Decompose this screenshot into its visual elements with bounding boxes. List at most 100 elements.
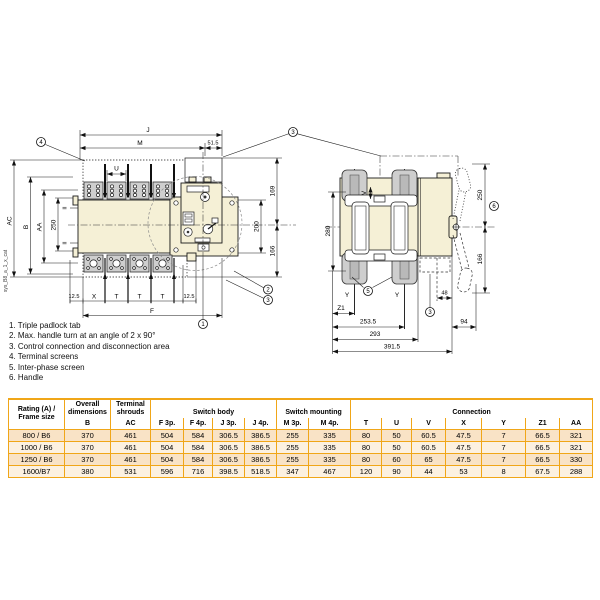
table-cell: 461 <box>110 429 151 442</box>
table-cell: 321 <box>559 441 594 454</box>
front-view: sys_B8_a_1_x_cat <box>3 127 382 329</box>
table-cell: 531 <box>110 465 151 478</box>
table-cell: 800 / B6 <box>8 429 65 442</box>
busbars-bottom <box>104 258 175 303</box>
svg-text:6: 6 <box>492 204 496 210</box>
dim-j: J <box>146 127 149 134</box>
dim-ac: AC <box>7 216 14 225</box>
switch-body <box>77 199 171 254</box>
svg-text:3: 3 <box>428 310 432 316</box>
dim-m: M <box>137 140 142 147</box>
dim-250-side: 250 <box>477 189 484 200</box>
dim-166-side: 166 <box>477 253 484 264</box>
col-t: T <box>350 418 383 430</box>
col-m4p: M 4p. <box>308 418 352 430</box>
col-connection: Connection <box>350 398 594 418</box>
table-cell: 44 <box>411 465 447 478</box>
dim-u-group: U <box>106 166 127 181</box>
callout-3-side: 3 <box>425 274 435 317</box>
dim-250: 250 <box>51 219 58 230</box>
dim-253-5: 253.5 <box>360 319 377 326</box>
table-cell: 8 <box>481 465 527 478</box>
col-j3p: J 3p. <box>212 418 245 430</box>
dim-94: 94 <box>460 319 468 326</box>
col-switch-mounting: Switch mounting <box>276 398 352 418</box>
front-right-dims: 200 169 166 <box>187 157 282 278</box>
table-cell: 60 <box>381 453 413 466</box>
note-line: 6. Handle <box>9 373 44 383</box>
table-cell: 66.5 <box>525 429 561 442</box>
table-cell: 80 <box>350 441 383 454</box>
table-cell: 80 <box>350 453 383 466</box>
notes-list: 1. Triple padlock tab 2. Max. handle tur… <box>9 321 170 383</box>
callout-3-bottom: 3 <box>225 279 273 305</box>
svg-text:2: 2 <box>266 288 270 294</box>
dim-z1: Z1 <box>337 305 345 312</box>
front-left-dims: AC B AA 250 II II <box>7 159 83 278</box>
table-cell: 47.5 <box>445 453 483 466</box>
note-line: 1. Triple padlock tab <box>9 321 81 330</box>
dim-x: X <box>92 294 97 301</box>
svg-text:3: 3 <box>266 298 270 304</box>
dim-12-5-right: 12.5 <box>184 294 195 300</box>
table-cell: 335 <box>308 453 352 466</box>
padlock-tab <box>197 243 210 252</box>
dim-y-right: Y <box>395 292 400 299</box>
table-cell: 7 <box>481 429 527 442</box>
svg-text:3: 3 <box>291 130 295 136</box>
table-cell: 335 <box>308 429 352 442</box>
note-line: 2. Max. handle turn at an angle of 2 x 9… <box>9 331 156 341</box>
table-cell: 90 <box>381 465 413 478</box>
col-aa: AA <box>559 418 594 430</box>
table-cell: 370 <box>64 453 111 466</box>
col-z1: Z1 <box>525 418 561 430</box>
table-cell: 386.5 <box>243 453 278 466</box>
dim-48: 48 <box>441 291 447 297</box>
col-j4p: J 4p. <box>243 418 278 430</box>
table-cell: 504 <box>150 429 184 442</box>
callout-6: 6 <box>489 201 499 211</box>
side-left-dims: 280 <box>325 191 346 272</box>
front-top-dims: J M 51.5 <box>79 127 223 160</box>
table-cell: 504 <box>150 441 184 454</box>
dim-ii-top: II <box>63 206 69 210</box>
svg-text:1: 1 <box>201 322 205 328</box>
dim-u: U <box>114 166 119 173</box>
col-switch-body: Switch body <box>149 398 278 418</box>
dim-169: 169 <box>270 185 277 196</box>
callout-1-front: 1 <box>198 319 208 329</box>
table-cell: 461 <box>110 441 151 454</box>
table-cell: 53 <box>445 465 483 478</box>
front-bottom-dims: 12.5 X T T T 12.5 F <box>69 258 223 318</box>
side-bottom-dims: Y Y Z1 253.5 293 391.5 94 <box>332 256 477 354</box>
callout-3-top: 3 <box>222 127 382 158</box>
table-cell: 47.5 <box>445 441 483 454</box>
dim-12-5-left: 12.5 <box>69 294 80 300</box>
dim-b: B <box>23 225 30 229</box>
dim-v-group: V <box>361 186 373 200</box>
dim-280: 280 <box>325 225 332 236</box>
table-cell: 288 <box>559 465 594 478</box>
table-cell: 66.5 <box>525 453 561 466</box>
table-cell: 321 <box>559 429 594 442</box>
table-cell: 370 <box>64 441 111 454</box>
dim-v: V <box>361 190 368 195</box>
table-cell: 1250 / B6 <box>8 453 65 466</box>
table-cell: 60.5 <box>411 441 447 454</box>
table-cell: 461 <box>110 453 151 466</box>
handle-swing-circle <box>147 176 243 271</box>
table-cell: 255 <box>276 453 310 466</box>
callout-5: 5 <box>351 276 393 296</box>
table-cell: 7 <box>481 453 527 466</box>
col-ac: AC <box>110 418 151 430</box>
dim-t1: T <box>115 294 119 301</box>
table-cell: 50 <box>381 429 413 442</box>
table-cell: 65 <box>411 453 447 466</box>
table-cell: 370 <box>64 429 111 442</box>
